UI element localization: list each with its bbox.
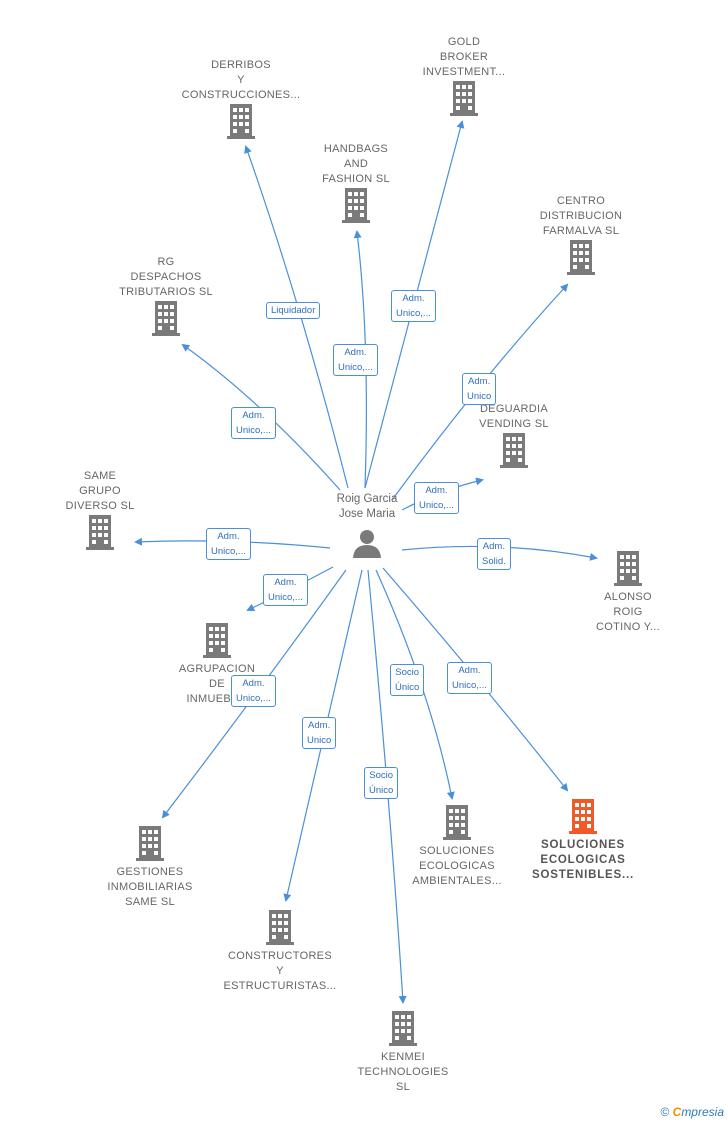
relation-badge[interactable]: Liquidador <box>266 302 321 319</box>
company-node[interactable]: KENMEI TECHNOLOGIES SL <box>333 1010 473 1095</box>
company-node[interactable]: CONSTRUCTORES Y ESTRUCTURISTAS... <box>210 909 350 994</box>
relation-badge[interactable]: Adm. Unico,... <box>414 482 459 514</box>
building-icon <box>569 799 597 834</box>
relation-badge[interactable]: Adm. Unico <box>302 717 337 749</box>
building-icon <box>227 104 255 139</box>
company-label: DERRIBOS Y CONSTRUCCIONES... <box>181 59 301 101</box>
company-node[interactable]: GOLD BROKER INVESTMENT... <box>394 35 534 116</box>
company-node[interactable]: HANDBAGS AND FASHION SL <box>286 142 426 223</box>
company-label: KENMEI TECHNOLOGIES SL <box>357 1051 449 1093</box>
relation-badge[interactable]: Socio Único <box>390 664 425 696</box>
building-icon <box>203 623 231 658</box>
company-node-highlighted[interactable]: SOLUCIONES ECOLOGICAS SOSTENIBLES... <box>513 798 653 883</box>
company-node[interactable]: GESTIONES INMOBILIARIAS SAME SL <box>80 825 220 910</box>
person-name: Roig Garcia Jose Maria <box>336 493 398 520</box>
company-node[interactable]: ALONSO ROIG COTINO Y... <box>558 550 698 635</box>
relation-badge[interactable]: Adm. Unico,... <box>206 528 251 560</box>
relation-badge[interactable]: Adm. Solid. <box>477 538 511 570</box>
company-label: HANDBAGS AND FASHION SL <box>322 143 390 185</box>
company-label: SOLUCIONES ECOLOGICAS AMBIENTALES... <box>412 845 502 887</box>
company-label: GOLD BROKER INVESTMENT... <box>422 36 506 78</box>
relation-badge[interactable]: Adm. Unico,... <box>263 574 308 606</box>
building-icon <box>567 240 595 275</box>
relation-badge[interactable]: Adm. Unico,... <box>231 675 276 707</box>
relation-badge[interactable]: Adm. Unico,... <box>333 344 378 376</box>
relation-badge[interactable]: Adm. Unico,... <box>391 290 436 322</box>
building-icon <box>443 805 471 840</box>
brand-footer: © Cmpresia <box>660 1105 724 1119</box>
relation-badge[interactable]: Adm. Unico,... <box>447 662 492 694</box>
building-icon <box>342 188 370 223</box>
person-node[interactable]: Roig Garcia Jose Maria <box>317 492 417 558</box>
company-label: RG DESPACHOS TRIBUTARIOS SL <box>119 256 213 298</box>
company-node[interactable]: RG DESPACHOS TRIBUTARIOS SL <box>96 255 236 336</box>
building-icon <box>152 301 180 336</box>
company-label: DEGUARDIA VENDING SL <box>479 403 549 430</box>
company-label: CONSTRUCTORES Y ESTRUCTURISTAS... <box>223 950 337 992</box>
company-label: CENTRO DISTRIBUCION FARMALVA SL <box>539 195 623 237</box>
building-icon <box>266 910 294 945</box>
brand-logo-initial: C <box>672 1105 682 1119</box>
company-label: SOLUCIONES ECOLOGICAS SOSTENIBLES... <box>532 839 634 881</box>
relation-badge[interactable]: Adm. Unico,... <box>231 407 276 439</box>
building-icon <box>136 826 164 861</box>
brand-logo-text: mpresia <box>681 1105 724 1119</box>
copyright-symbol: © <box>660 1105 670 1119</box>
company-label: ALONSO ROIG COTINO Y... <box>595 591 661 633</box>
company-label: GESTIONES INMOBILIARIAS SAME SL <box>107 866 193 908</box>
relation-badge[interactable]: Adm. Unico <box>462 373 497 405</box>
person-icon <box>353 530 381 558</box>
company-node[interactable]: DERRIBOS Y CONSTRUCCIONES... <box>171 58 311 139</box>
building-icon <box>500 433 528 468</box>
company-node[interactable]: DEGUARDIA VENDING SL <box>444 402 584 468</box>
company-node[interactable]: CENTRO DISTRIBUCION FARMALVA SL <box>511 194 651 275</box>
company-label: SAME GRUPO DIVERSO SL <box>65 470 135 512</box>
company-node[interactable]: SAME GRUPO DIVERSO SL <box>30 469 170 550</box>
building-icon <box>86 515 114 550</box>
building-icon <box>614 551 642 586</box>
building-icon <box>389 1011 417 1046</box>
relation-badge[interactable]: Socio Único <box>364 767 399 799</box>
company-node[interactable]: SOLUCIONES ECOLOGICAS AMBIENTALES... <box>387 804 527 889</box>
building-icon <box>450 81 478 116</box>
